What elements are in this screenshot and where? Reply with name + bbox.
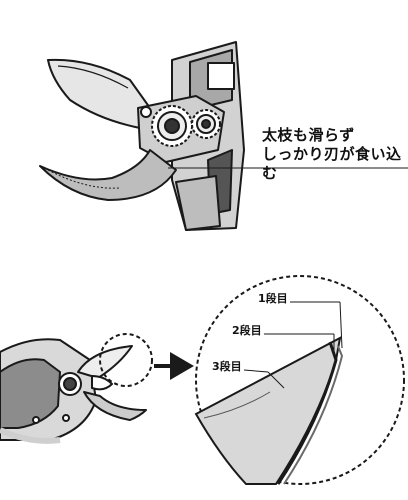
zoom-circle [195,275,405,485]
stage-label-1: 1段目 [258,292,288,305]
zoom-arrow-icon [154,352,194,380]
shear-head [0,338,147,444]
zoom-detail [194,275,405,485]
caption-line-1: 太枝も滑らず [262,126,355,144]
lower-blade [39,149,177,201]
stage-label-3: 3段目 [212,360,242,373]
shear-closeup [39,41,245,231]
caption-line-2: しっかり刃が食い込む [262,145,402,182]
highlight-circle [99,333,153,387]
stage-label-2: 2段目 [232,324,262,337]
upper-blade [47,58,151,129]
caption: 太枝も滑らず しっかり刃が食い込む [262,126,408,183]
